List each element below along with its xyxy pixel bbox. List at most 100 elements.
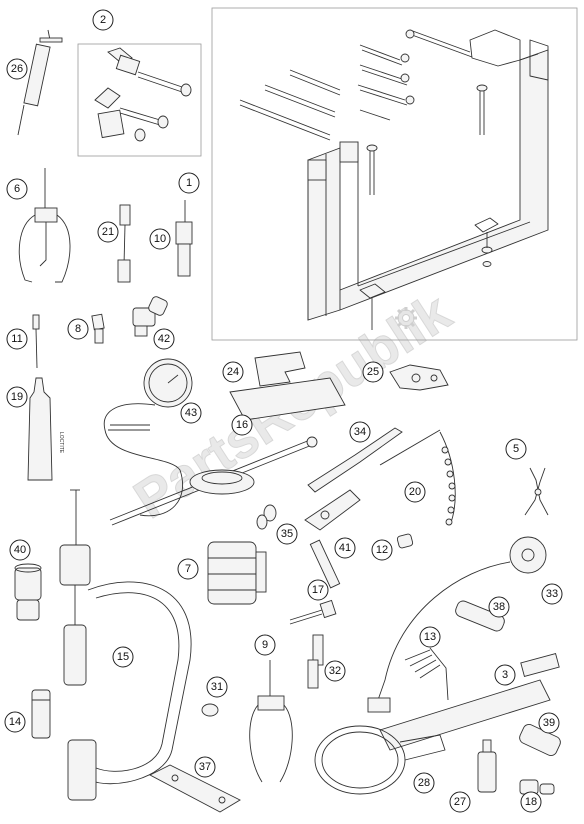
callout-2: 2 bbox=[92, 9, 114, 31]
callout-label: 39 bbox=[543, 717, 555, 729]
callout-14: 14 bbox=[4, 711, 26, 733]
callout-label: 20 bbox=[409, 486, 421, 498]
callout-label: 3 bbox=[502, 669, 508, 681]
special-tool-10-part bbox=[175, 200, 193, 277]
hex-keys-13-part bbox=[404, 647, 449, 701]
flywheel-holder-part bbox=[367, 536, 547, 713]
puller-kit-part bbox=[94, 47, 192, 142]
callout-circle bbox=[349, 421, 371, 443]
callout-label: 10 bbox=[154, 233, 166, 245]
callout-label: 14 bbox=[9, 716, 21, 728]
callout-label: 13 bbox=[424, 631, 436, 643]
callout-12: 12 bbox=[371, 539, 393, 561]
callout-11: 11 bbox=[6, 328, 28, 350]
callout-9: 9 bbox=[254, 634, 276, 656]
callout-circle bbox=[6, 386, 28, 408]
callout-label: 34 bbox=[354, 426, 366, 438]
threadlocker-tube-part: LOCTITE bbox=[27, 377, 64, 481]
callout-10: 10 bbox=[149, 228, 171, 250]
callout-34: 34 bbox=[349, 421, 371, 443]
callout-6: 6 bbox=[6, 178, 28, 200]
callout-8: 8 bbox=[67, 318, 89, 340]
lever-34-part bbox=[304, 427, 403, 531]
callout-label: 11 bbox=[11, 333, 22, 345]
plate-37-part bbox=[149, 764, 241, 813]
callout-label: 24 bbox=[227, 366, 239, 378]
callout-circle bbox=[194, 756, 216, 778]
pressure-gauge-part bbox=[103, 358, 193, 517]
callout-circle bbox=[449, 791, 471, 813]
callout-circle bbox=[362, 361, 384, 383]
screw-17-part bbox=[289, 599, 337, 625]
pin-32-part bbox=[307, 634, 324, 689]
callout-35: 35 bbox=[276, 523, 298, 545]
special-socket-21-part bbox=[117, 204, 131, 283]
callout-label: 9 bbox=[262, 639, 268, 651]
callout-1: 1 bbox=[178, 172, 200, 194]
callout-label: 37 bbox=[199, 761, 211, 773]
callout-3: 3 bbox=[494, 664, 516, 686]
callout-40: 40 bbox=[9, 539, 31, 561]
callout-circle bbox=[178, 172, 200, 194]
callout-label: 7 bbox=[185, 563, 191, 575]
callout-label: 6 bbox=[14, 183, 20, 195]
callout-circle bbox=[494, 664, 516, 686]
bracket-25-part bbox=[389, 364, 449, 391]
callout-25: 25 bbox=[362, 361, 384, 383]
callout-26: 26 bbox=[6, 58, 28, 80]
valve-spring-compressor-part bbox=[59, 489, 192, 801]
callout-circle bbox=[541, 583, 563, 605]
callout-circle bbox=[6, 328, 28, 350]
callout-circle bbox=[149, 228, 171, 250]
callout-label: 35 bbox=[281, 528, 293, 540]
callout-circle bbox=[324, 660, 346, 682]
callout-circle bbox=[334, 537, 356, 559]
plate-24-part bbox=[229, 351, 346, 421]
drift-38-part bbox=[455, 600, 505, 632]
callout-18: 18 bbox=[520, 791, 542, 813]
callout-label: 26 bbox=[11, 63, 23, 75]
ring-compressor-part bbox=[207, 541, 267, 605]
callout-label: 43 bbox=[185, 407, 197, 419]
callout-21: 21 bbox=[97, 221, 119, 243]
strap-wrench-part bbox=[314, 725, 446, 795]
adapter-42-part bbox=[132, 296, 168, 337]
callout-27: 27 bbox=[449, 791, 471, 813]
callout-label: 12 bbox=[376, 544, 388, 556]
callout-label: 8 bbox=[75, 323, 81, 335]
svg-text:LOCTITE: LOCTITE bbox=[58, 432, 64, 454]
callout-label: 31 bbox=[211, 681, 223, 693]
callout-circle bbox=[404, 481, 426, 503]
callout-circle bbox=[488, 596, 510, 618]
callout-circle bbox=[520, 791, 542, 813]
chain-tool-20-part bbox=[379, 429, 456, 526]
adapter-18-part bbox=[519, 779, 555, 795]
callout-15: 15 bbox=[112, 646, 134, 668]
callout-label: 18 bbox=[525, 796, 537, 808]
drift-41-part bbox=[309, 539, 341, 589]
callout-label: 19 bbox=[11, 391, 23, 403]
callout-circle bbox=[153, 328, 175, 350]
callout-circle bbox=[276, 523, 298, 545]
callout-label: 38 bbox=[493, 601, 505, 613]
adapter-8-part bbox=[91, 313, 105, 344]
callout-circle bbox=[538, 712, 560, 734]
callout-42: 42 bbox=[153, 328, 175, 350]
sleeve-14-part bbox=[31, 689, 51, 739]
callout-label: 1 bbox=[186, 177, 192, 189]
callout-20: 20 bbox=[404, 481, 426, 503]
grease-syringe-part bbox=[17, 29, 63, 136]
callout-circle bbox=[180, 402, 202, 424]
callout-label: 21 bbox=[102, 226, 114, 238]
callout-label: 2 bbox=[100, 14, 106, 26]
callout-circle bbox=[419, 626, 441, 648]
callout-label: 16 bbox=[236, 419, 248, 431]
callout-label: 41 bbox=[339, 542, 351, 554]
circlip-pliers-part bbox=[524, 467, 549, 516]
callout-circle bbox=[505, 438, 527, 460]
engine-stand-part bbox=[239, 29, 549, 330]
cap-31-part bbox=[201, 703, 219, 717]
callout-7: 7 bbox=[177, 558, 199, 580]
